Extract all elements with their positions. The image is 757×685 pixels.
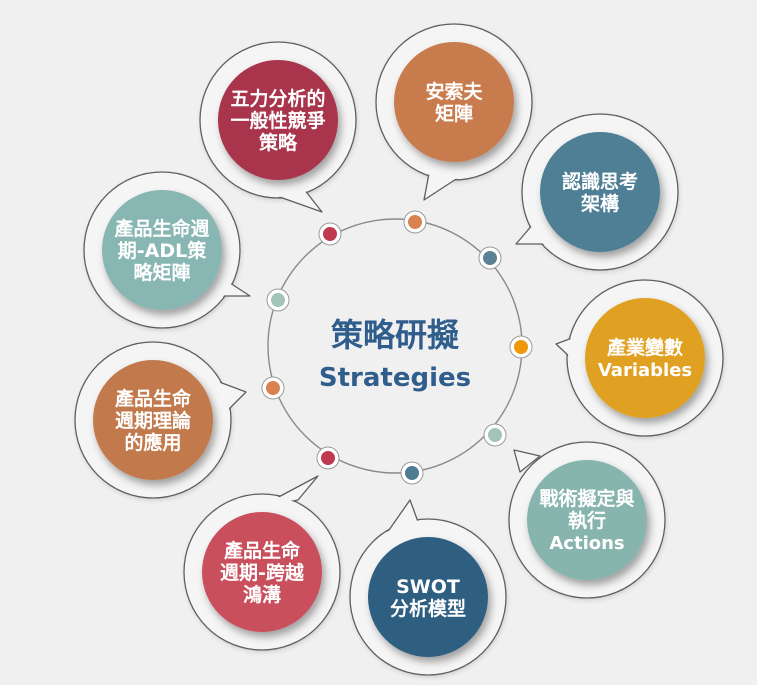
node-label-line: 分析模型: [390, 597, 466, 620]
connector-dot: [271, 293, 285, 307]
node-label-line: 週期理論: [115, 409, 192, 432]
node-label-line: Actions: [549, 533, 624, 554]
node-disc: [394, 42, 514, 162]
node-label-line: 架構: [580, 192, 619, 215]
node-label-line: 產品生命週: [114, 217, 209, 240]
connector-dot: [514, 340, 528, 354]
connector-dot: [408, 215, 422, 229]
node-label-line: 一般性競爭: [230, 109, 325, 132]
node-label-line: 策略: [259, 131, 298, 154]
node-label-line: 略矩陣: [133, 261, 190, 284]
bubble-tail: [513, 449, 541, 473]
connector-dot: [483, 251, 497, 265]
nodes-layer: 五力分析的一般性競爭策略安索夫矩陣認識思考架構產業變數Variables戰術擬定…: [74, 23, 724, 676]
node-label-line: Variables: [598, 360, 692, 381]
node-label-line: 執行: [568, 509, 606, 532]
connector-dot: [323, 227, 337, 241]
node-label-line: 週期-跨越: [220, 561, 305, 584]
connector-dot: [488, 428, 502, 442]
connector-dot: [321, 451, 335, 465]
connector-dot: [405, 466, 419, 480]
node-label-line: 期-ADL策: [118, 239, 207, 262]
center-title: 策略研擬: [331, 316, 459, 354]
node-disc: [540, 132, 660, 252]
node-label-line: 產品生命: [115, 387, 192, 410]
node-disc: [585, 298, 705, 418]
node-label-line: 戰術擬定與: [539, 487, 634, 510]
node-label-line: 產業變數: [607, 336, 683, 359]
node-disc: [368, 537, 488, 657]
node-label-line: 矩陣: [435, 102, 473, 125]
node-disc: [102, 190, 222, 310]
node-disc: [218, 60, 338, 180]
node-disc: [93, 360, 213, 480]
node-label-line: 鴻溝: [243, 583, 281, 606]
node-disc: [202, 512, 322, 632]
node-label-line: 安索夫: [425, 80, 483, 103]
center-subtitle: Strategies: [319, 363, 471, 393]
connector-dot: [266, 381, 280, 395]
node-label-line: 產品生命: [224, 539, 301, 562]
node-label-line: 的應用: [124, 431, 181, 454]
node-disc: [527, 460, 647, 580]
node-label-line: SWOT: [396, 576, 460, 598]
connector-dots: [261, 210, 533, 485]
node-label-line: 五力分析的: [230, 87, 325, 110]
node-label-line: 認識思考: [562, 170, 638, 193]
